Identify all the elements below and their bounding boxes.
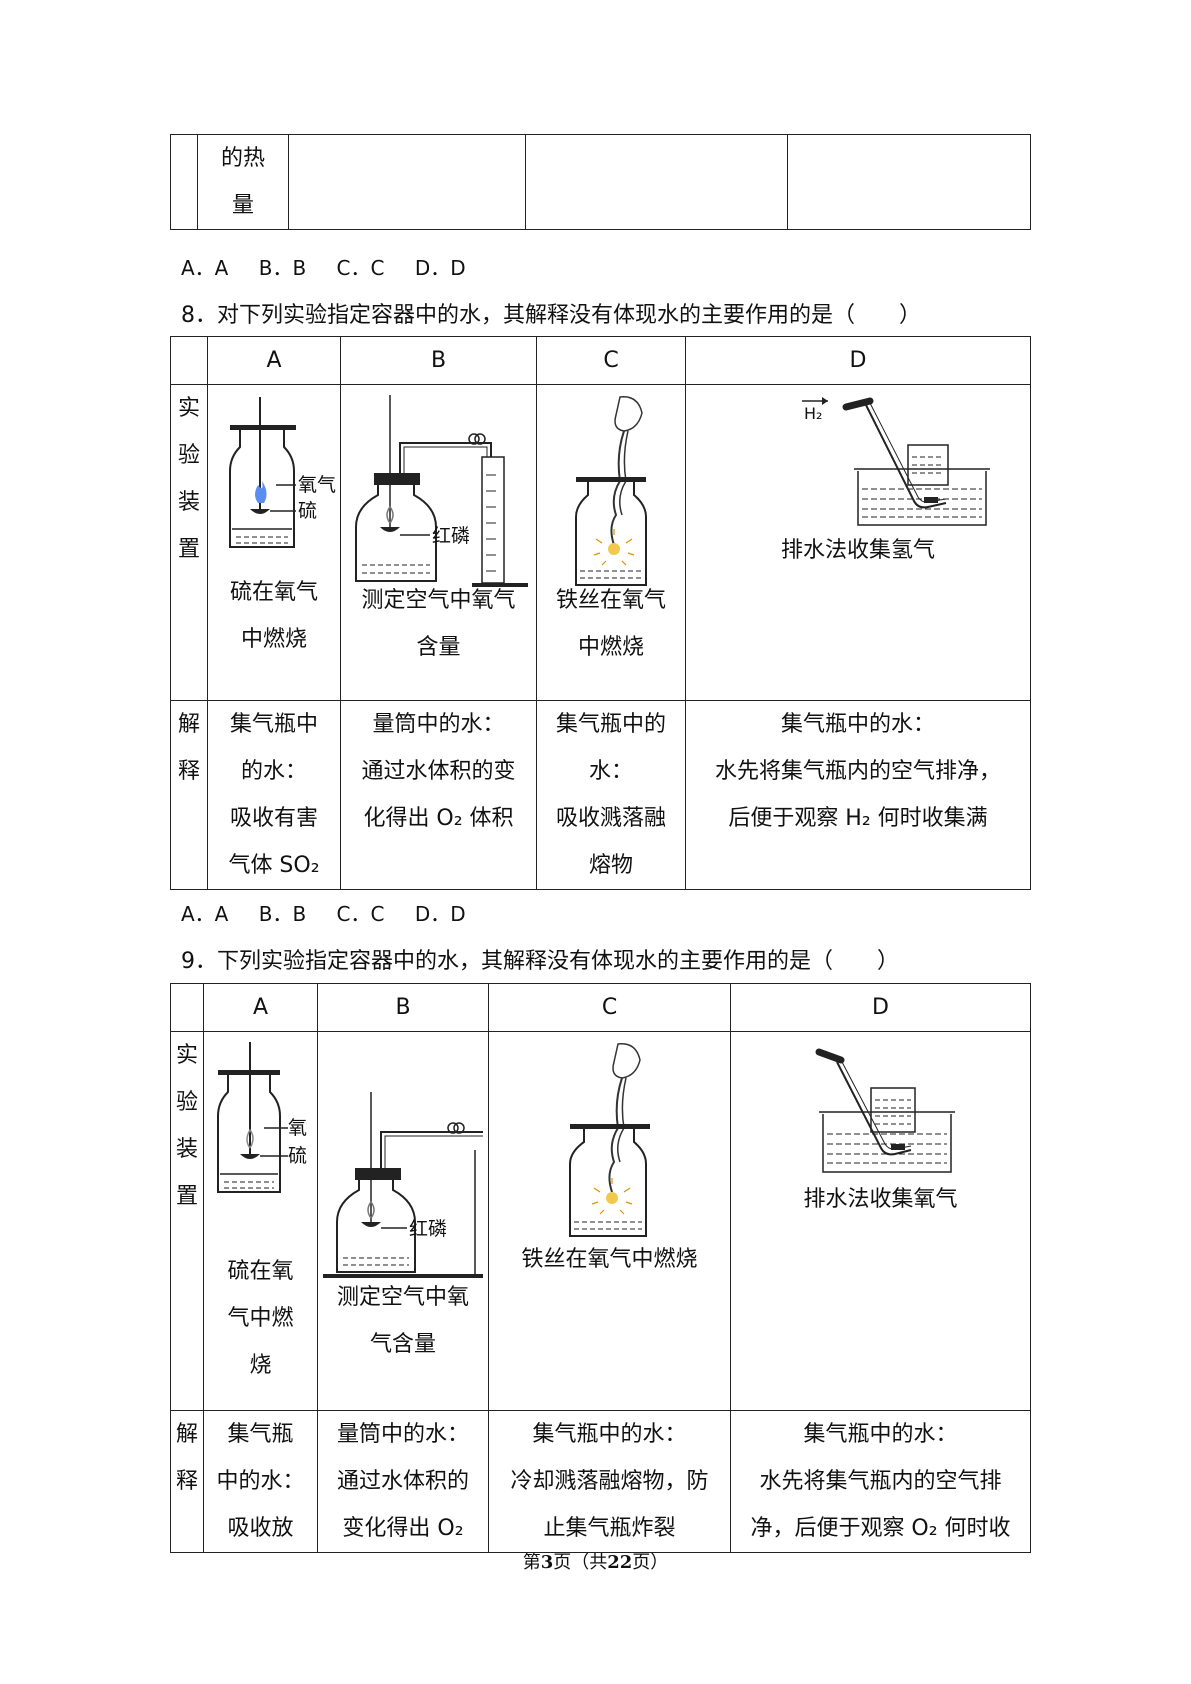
iron-wire-burning-diagram bbox=[575, 396, 647, 586]
red-phosphorus-label: 红磷 bbox=[409, 1218, 447, 1240]
red-phosphorus-label: 红磷 bbox=[432, 525, 470, 547]
sulfur-burning-diagram: 氧 硫 bbox=[217, 1042, 307, 1193]
q9-explain-c: 集气瓶中的水： 冷却溅落融熔物，防 止集气瓶炸裂 bbox=[488, 1410, 731, 1553]
option-d[interactable]: D．D bbox=[414, 256, 466, 280]
q9-cell-c: 铁丝在氧气中燃烧 bbox=[488, 1031, 731, 1411]
option-b[interactable]: B．B bbox=[258, 256, 307, 280]
q9-explain-b: 量筒中的水： 通过水体积的 变化得出 O₂ bbox=[317, 1410, 489, 1553]
sulfur-label: 硫 bbox=[288, 1145, 307, 1167]
q9-explain-d: 集气瓶中的水： 水先将集气瓶内的空气排 净，后便于观察 O₂ 何时收 bbox=[730, 1410, 1031, 1553]
oxygen-label: 氧气 bbox=[298, 474, 336, 496]
page-footer: 第3页（共22页） bbox=[522, 1552, 669, 1573]
q7-row-label: 的热 量 bbox=[197, 134, 289, 230]
option-a[interactable]: A．A bbox=[181, 256, 229, 280]
q9-table: A B C D 实 验 装 置 氧 硫 bbox=[170, 983, 1031, 1553]
option-b[interactable]: B．B bbox=[258, 902, 307, 926]
q8-explain-b: 量筒中的水： 通过水体积的变 化得出 O₂ 体积 bbox=[340, 700, 537, 890]
sulfur-label: 硫 bbox=[298, 500, 317, 522]
page-number: 3 bbox=[540, 1552, 554, 1573]
q8-cell-a: 氧气 硫 硫在氧气 中燃烧 bbox=[207, 384, 341, 701]
q9-row-label-explain: 解 释 bbox=[170, 1410, 204, 1553]
q9-header-d: D bbox=[730, 983, 1031, 1032]
total-pages: 22 bbox=[607, 1552, 633, 1573]
q9-cell-d: 排水法收集氧气 bbox=[730, 1031, 1031, 1411]
sulfur-burning-diagram: 氧气 硫 bbox=[229, 397, 336, 548]
q8-table: A B C D 实 验 装 置 氧气 硫 bbox=[170, 336, 1031, 890]
q8-header-a: A bbox=[207, 336, 341, 385]
q8-header-c: C bbox=[536, 336, 686, 385]
h2-label: H₂ bbox=[804, 404, 822, 423]
q9-explain-a: 集气瓶 中的水： 吸收放 bbox=[203, 1410, 318, 1553]
q8-cell-d: H₂ 排水法收集氢气 bbox=[685, 384, 1031, 701]
air-oxygen-measurement-diagram: 红磷 bbox=[323, 1092, 483, 1278]
q8-cell-c: 铁丝在氧气 中燃烧 bbox=[536, 384, 686, 701]
q9-header-b: B bbox=[317, 983, 489, 1032]
q9-row-label-device: 实 验 装 置 bbox=[170, 1031, 204, 1411]
q9-question: 9．下列实验指定容器中的水，其解释没有体现水的主要作用的是（ ） bbox=[181, 949, 899, 974]
q8-explain-a: 集气瓶中 的水： 吸收有害 气体 SO₂ bbox=[207, 700, 341, 890]
q8-cell-b: 红磷 测定空气中氧气 含量 bbox=[340, 384, 537, 701]
q8-explain-d: 集气瓶中的水： 水先将集气瓶内的空气排净， 后便于观察 H₂ 何时收集满 bbox=[685, 700, 1031, 890]
q7-options: A．A B．B C．C D．D bbox=[181, 252, 490, 281]
q7-table-continuation: 的热 量 bbox=[170, 134, 1031, 230]
q9-header-a: A bbox=[203, 983, 318, 1032]
option-c[interactable]: C．C bbox=[336, 256, 385, 280]
q8-options: A．A B．B C．C D．D bbox=[181, 898, 490, 927]
q9-cell-b: 红磷 测定空气中氧 气含量 bbox=[317, 1031, 489, 1411]
option-d[interactable]: D．D bbox=[414, 902, 466, 926]
q9-cell-a: 氧 硫 硫在氧 气中燃 烧 bbox=[203, 1031, 318, 1411]
q9-header-c: C bbox=[488, 983, 731, 1032]
option-a[interactable]: A．A bbox=[181, 902, 229, 926]
option-c[interactable]: C．C bbox=[336, 902, 385, 926]
air-oxygen-measurement-diagram: 红磷 bbox=[354, 395, 528, 587]
oxygen-collection-diagram bbox=[815, 1048, 955, 1173]
q8-row-label-device: 实 验 装 置 bbox=[170, 384, 208, 701]
q8-question: 8．对下列实验指定容器中的水，其解释没有体现水的主要作用的是（ ） bbox=[181, 303, 921, 328]
q8-explain-c: 集气瓶中的 水： 吸收溅落融 熔物 bbox=[536, 700, 686, 890]
q8-header-b: B bbox=[340, 336, 537, 385]
q8-row-label-explain: 解 释 bbox=[170, 700, 208, 890]
q8-header-d: D bbox=[685, 336, 1031, 385]
oxygen-label: 氧 bbox=[288, 1117, 307, 1139]
hydrogen-collection-diagram: H₂ bbox=[802, 397, 990, 526]
iron-wire-burning-diagram bbox=[568, 1043, 650, 1237]
